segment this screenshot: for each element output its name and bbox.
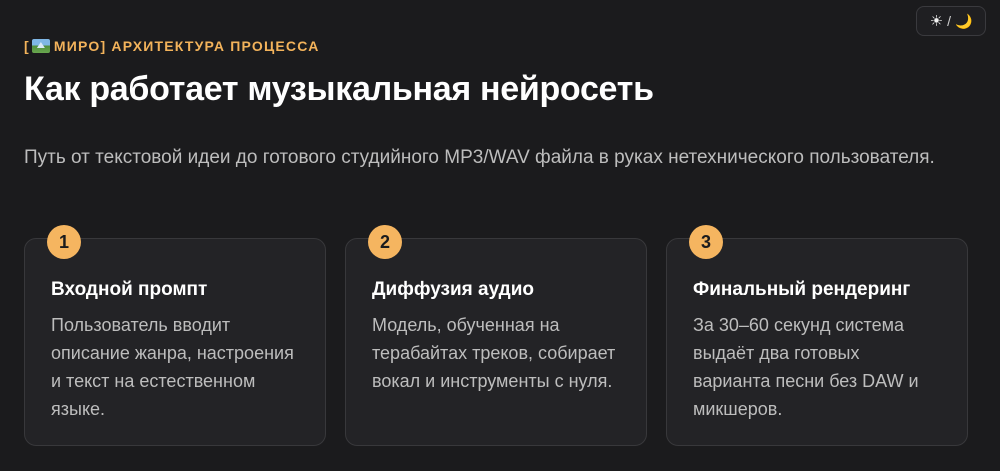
sun-icon: ☀ <box>929 13 944 30</box>
theme-toggle-button[interactable]: ☀ / 🌙 <box>916 6 986 36</box>
theme-toggle-separator: / <box>947 13 951 29</box>
step-number-badge: 1 <box>47 225 81 259</box>
step-title: Входной промпт <box>51 279 208 300</box>
step-description: Пользователь вводит описание жанра, наст… <box>51 315 294 419</box>
step-description: За 30–60 секунд система выдаёт два готов… <box>693 315 919 419</box>
page-subtitle: Путь от текстовой идеи до готового студи… <box>24 147 935 168</box>
step-description: Модель, обученная на терабайтах треков, … <box>372 315 616 391</box>
page-title: Как работает музыкальная нейросеть <box>24 70 654 108</box>
step-card-audio-diffusion: 2 Диффузия аудио Модель, обученная на те… <box>345 225 647 446</box>
map-icon <box>31 39 50 53</box>
section-eyebrow: [ МИРО] АРХИТЕКТУРА ПРОЦЕССА <box>24 38 320 54</box>
step-card-input-prompt: 1 Входной промпт Пользователь вводит опи… <box>24 225 326 446</box>
step-number-badge: 3 <box>689 225 723 259</box>
eyebrow-bracket: [ <box>24 38 30 54</box>
step-number-badge: 2 <box>368 225 402 259</box>
moon-icon: 🌙 <box>954 12 973 29</box>
eyebrow-label: МИРО] АРХИТЕКТУРА ПРОЦЕССА <box>53 38 320 54</box>
step-card-final-render: 3 Финальный рендеринг За 30–60 секунд си… <box>666 225 968 446</box>
step-title: Финальный рендеринг <box>693 279 911 300</box>
process-steps: 1 Входной промпт Пользователь вводит опи… <box>24 225 968 446</box>
step-title: Диффузия аудио <box>372 279 535 300</box>
